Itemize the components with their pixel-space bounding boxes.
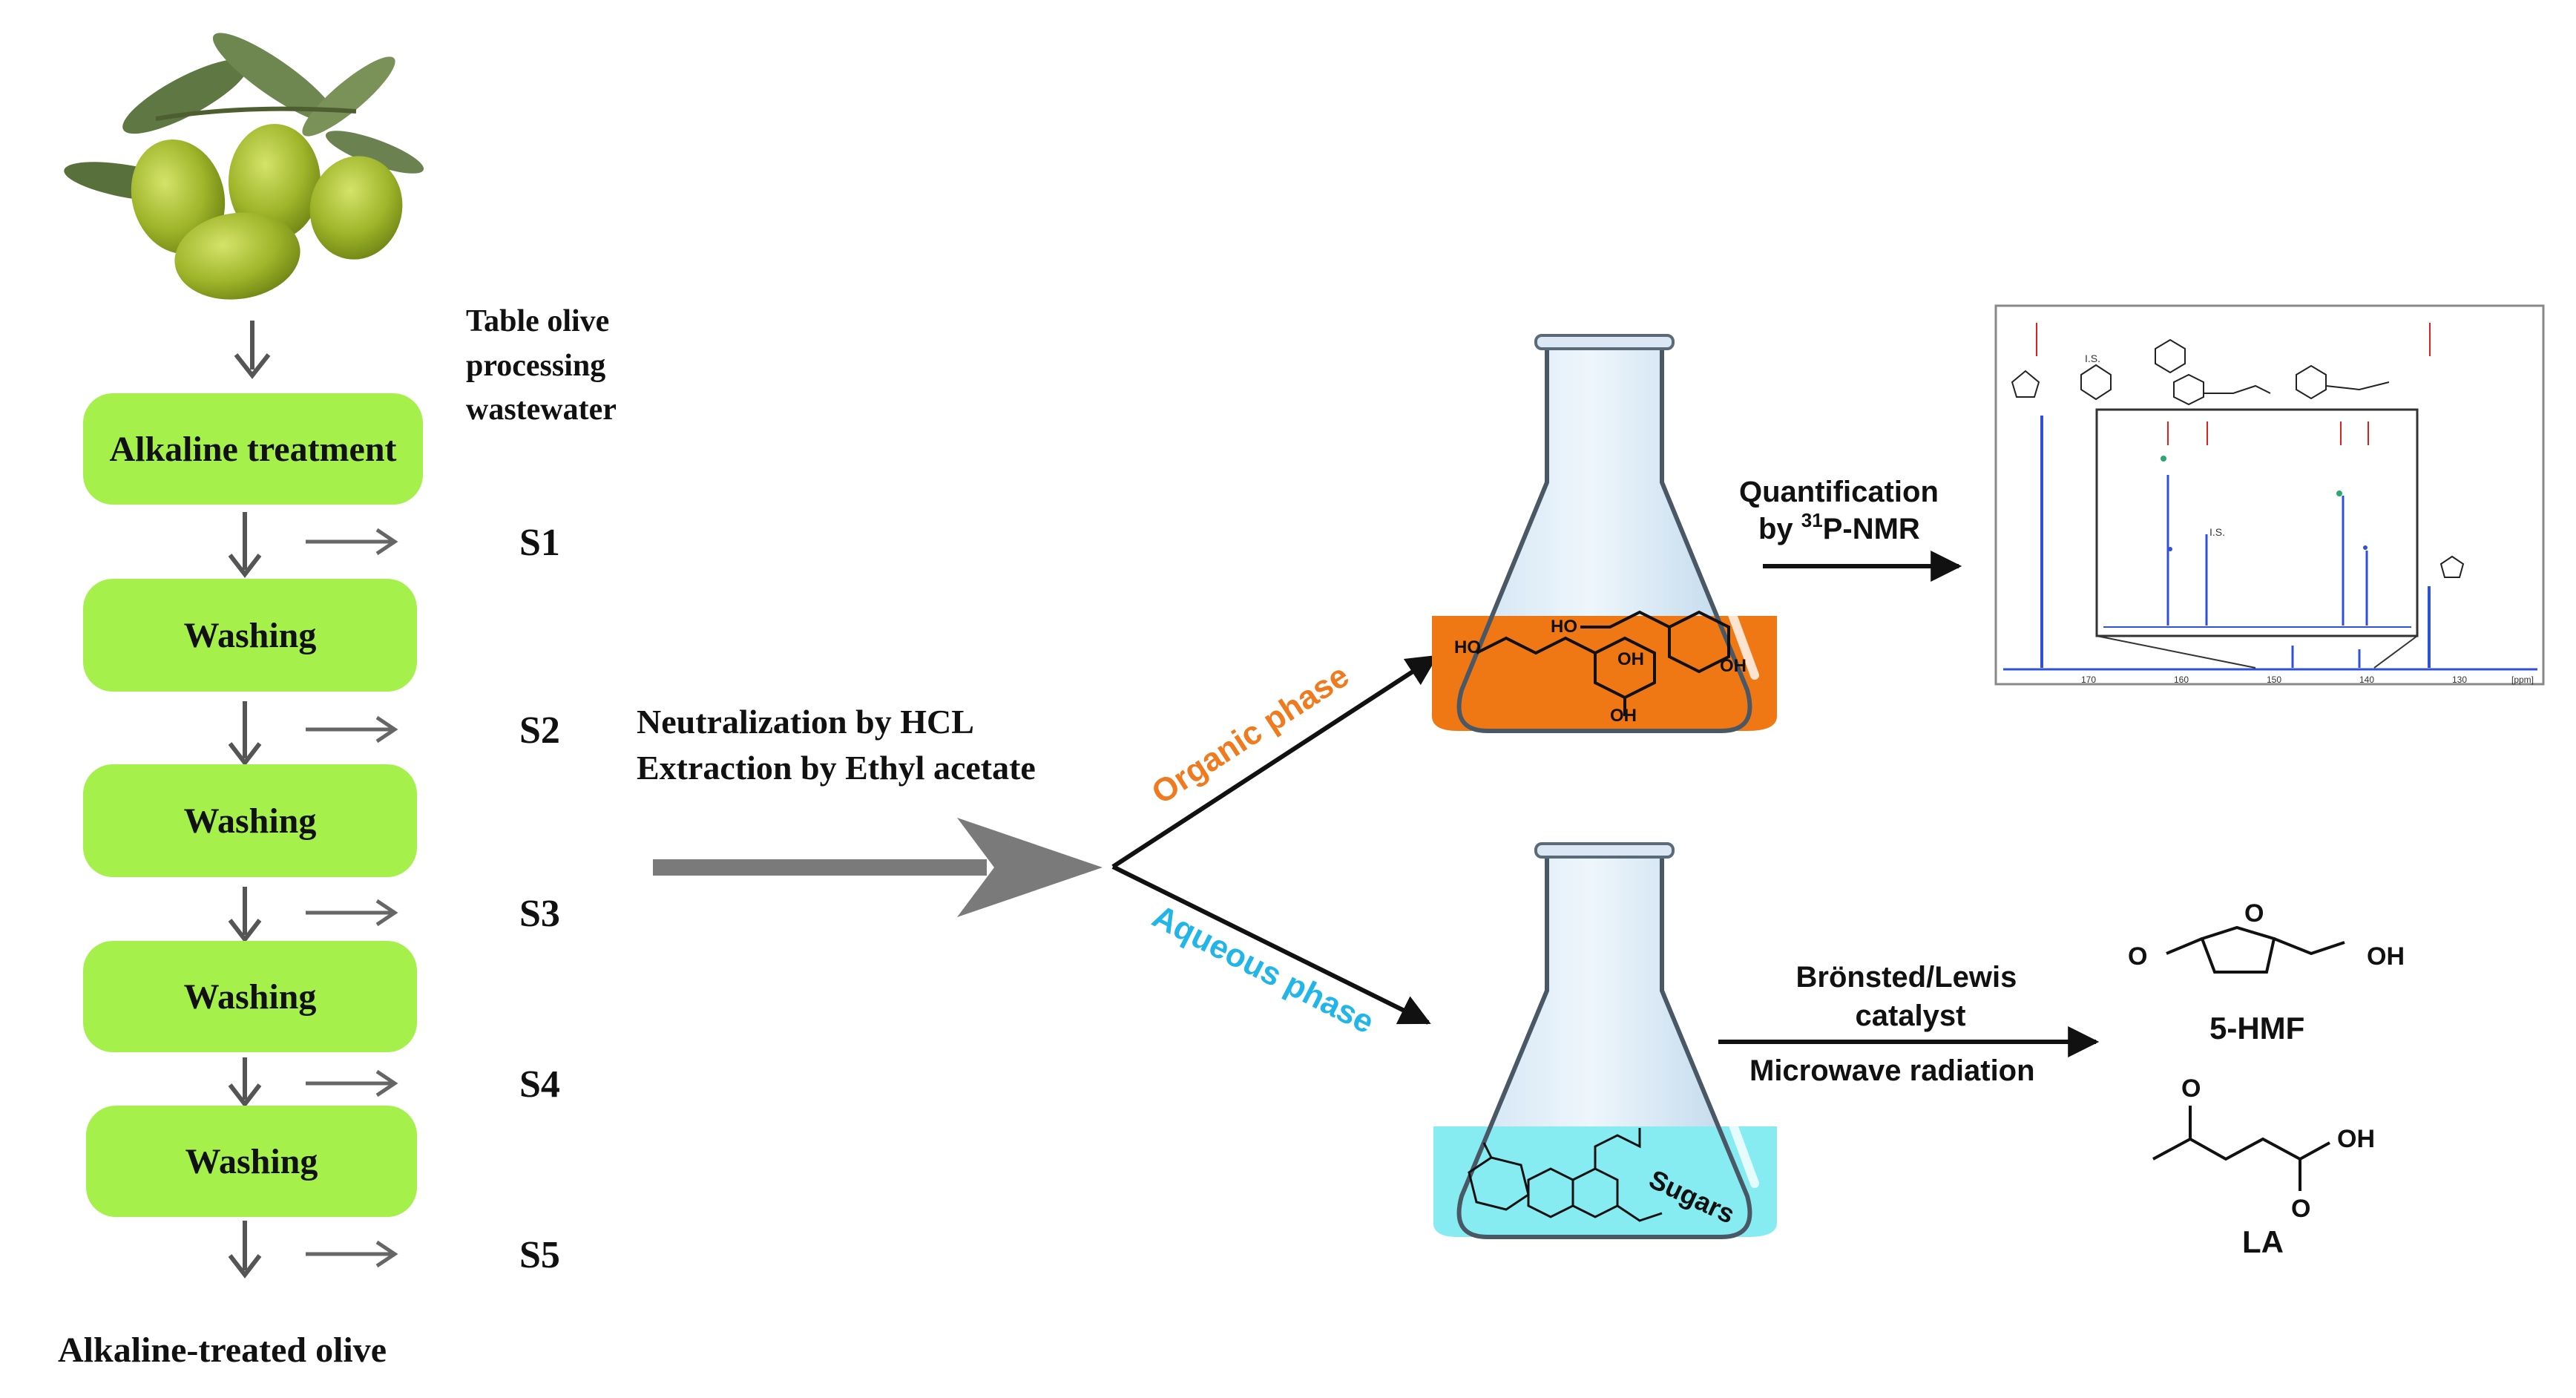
hmf-structure: O O OH — [2128, 899, 2405, 974]
step-label: Alkaline treatment — [109, 430, 396, 469]
nmr-tick-160: 160 — [2174, 675, 2189, 685]
step-label: Washing — [184, 801, 317, 841]
hmf-oh: OH — [2367, 942, 2405, 971]
down-arrow-head — [228, 1083, 262, 1108]
stream-arrow-head — [375, 528, 398, 556]
final-product-label: Alkaline-treated olive — [58, 1330, 387, 1370]
process-step-2: Washing — [83, 579, 417, 692]
nmr-spectrum: I.S. I.S. 170 160 150 140 130 [ppm] — [1994, 304, 2545, 686]
process-step-3: Washing — [83, 764, 417, 877]
step-box — [83, 764, 417, 877]
quantification-label: Quantification by 31P-NMR — [1739, 476, 1947, 545]
la-ketone-o: O — [2181, 1074, 2201, 1103]
la-structure: O O OH — [2152, 1074, 2375, 1223]
organic-phase-label: Organic phase — [1146, 657, 1356, 812]
down-arrow-head — [228, 919, 262, 943]
organic-ho-1: HO — [1454, 637, 1481, 657]
stream-label-1: S1 — [519, 522, 560, 564]
nmr-is-label-inset: I.S. — [2209, 526, 2225, 538]
down-arrow-head — [228, 1254, 262, 1279]
microwave-label: Microwave radiation — [1749, 1054, 2035, 1087]
aqueous-flask — [1433, 842, 1777, 1239]
stream-arrow-head — [375, 899, 398, 927]
step-label: Washing — [184, 616, 317, 655]
olive-to-step-arrow — [234, 321, 271, 379]
main-process-arrow — [653, 818, 1103, 917]
stream-label-3: S3 — [519, 893, 560, 935]
down-arrow-head — [228, 742, 262, 767]
stream-arrow-head — [375, 715, 398, 744]
step-label: Washing — [185, 1142, 318, 1181]
la-label: LA — [2242, 1224, 2284, 1259]
nmr-tick-150: 150 — [2267, 675, 2281, 685]
step-box — [83, 579, 417, 692]
process-step-4: Washing — [83, 941, 417, 1052]
stream-arrow-head — [375, 1069, 398, 1097]
olive-branch-image — [64, 33, 424, 300]
olive-source-label: Table olive processing wastewater — [466, 304, 617, 427]
aqueous-phase-label: Aqueous phase — [1146, 898, 1379, 1040]
organic-ho-2: HO — [1551, 617, 1577, 637]
organic-molecule: HO HO OH OH OH — [1454, 610, 1747, 726]
nmr-is-label-top: I.S. — [2085, 352, 2100, 364]
hmf-ring-o: O — [2244, 899, 2264, 928]
process-step-5: Washing — [86, 1106, 417, 1217]
la-acid-o: O — [2291, 1195, 2310, 1223]
step-box — [83, 941, 417, 1052]
nmr-axis-unit: [ppm] — [2511, 675, 2534, 685]
stream-label-2: S2 — [519, 709, 560, 752]
step-box — [86, 1106, 417, 1217]
organic-oh-2: OH — [1610, 706, 1637, 726]
process-steps: Alkaline treatmentS1WashingS2WashingS3Wa… — [83, 393, 560, 1279]
nmr-tick-140: 140 — [2359, 675, 2374, 685]
down-arrow-head — [228, 554, 262, 578]
split-arrow-aqueous — [1111, 864, 1431, 1025]
process-description: Neutralization by HCL Extraction by Ethy… — [637, 703, 1036, 787]
process-step-1: Alkaline treatment — [83, 393, 423, 505]
organic-oh-3: OH — [1720, 656, 1747, 676]
step-box — [83, 393, 423, 505]
organic-oh-1: OH — [1617, 649, 1644, 669]
la-oh: OH — [2337, 1125, 2375, 1153]
split-arrow-organic — [1111, 654, 1439, 869]
hmf-label: 5-HMF — [2209, 1011, 2304, 1046]
step-label: Washing — [184, 977, 317, 1017]
stream-label-5: S5 — [519, 1234, 560, 1276]
stream-label-4: S4 — [519, 1063, 560, 1106]
nmr-tick-130: 130 — [2452, 675, 2467, 685]
hmf-aldehyde-o: O — [2128, 942, 2147, 971]
nmr-tick-170: 170 — [2081, 675, 2096, 685]
stream-arrow-head — [375, 1240, 398, 1268]
aqueous-liquid — [1433, 1126, 1777, 1237]
catalysis-label: Brönsted/Lewis catalyst — [1796, 961, 2025, 1032]
